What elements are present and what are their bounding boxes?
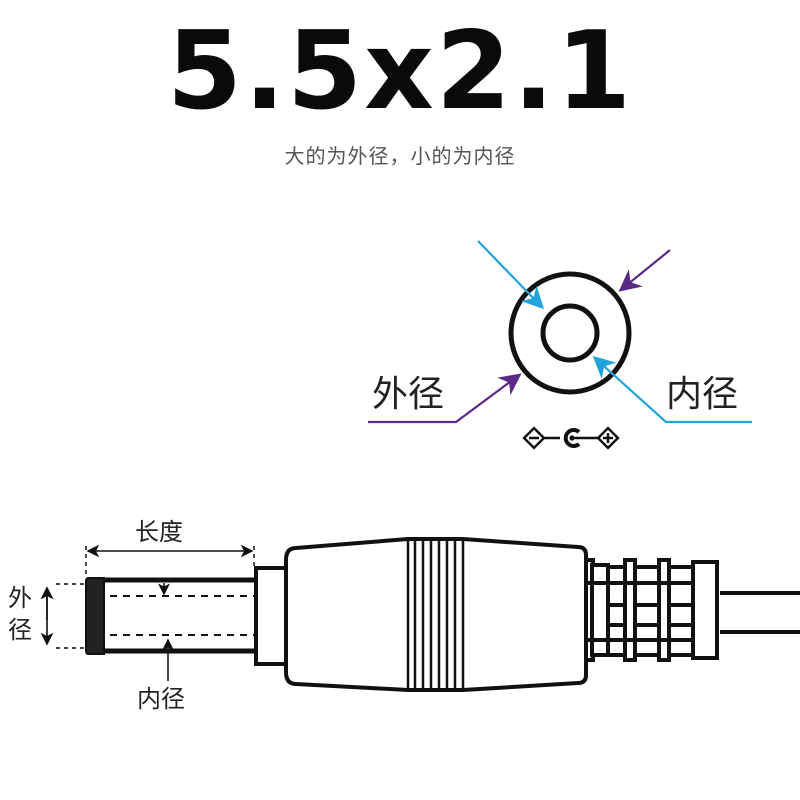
- side-outer-label-2: 径: [8, 616, 32, 644]
- inner-diameter-arrows: [477, 240, 752, 424]
- spec-subtitle: 大的为外径，小的为内径: [284, 144, 516, 168]
- side-outer-label-1: 外: [8, 584, 32, 612]
- inner-diameter-label: 内径: [666, 374, 739, 415]
- inner-circle-icon: [540, 303, 600, 363]
- spec-title: 5.5x2.1: [166, 9, 634, 134]
- grip-ridges: [406, 539, 465, 690]
- plug-body: [284, 537, 588, 692]
- plug-side-view: [40, 537, 800, 692]
- outer-arrow-bottom-icon: [368, 373, 522, 424]
- plug-collar: [254, 566, 288, 666]
- length-label: 长度: [135, 518, 183, 546]
- inner-arrow-top-icon: [477, 240, 545, 310]
- outer-arrow-top-icon: [618, 249, 671, 292]
- inner-arrow-bottom-icon: [592, 356, 752, 424]
- polarity-symbol-icon: [522, 426, 620, 450]
- outer-circle-icon: [508, 271, 632, 395]
- barrel-tip: [85, 577, 105, 655]
- strain-relief: [582, 558, 719, 662]
- outer-diameter-arrows: [368, 249, 671, 424]
- jack-end-view: [508, 271, 632, 395]
- outer-diameter-label: 外径: [372, 374, 445, 415]
- side-inner-label: 内径: [137, 685, 185, 713]
